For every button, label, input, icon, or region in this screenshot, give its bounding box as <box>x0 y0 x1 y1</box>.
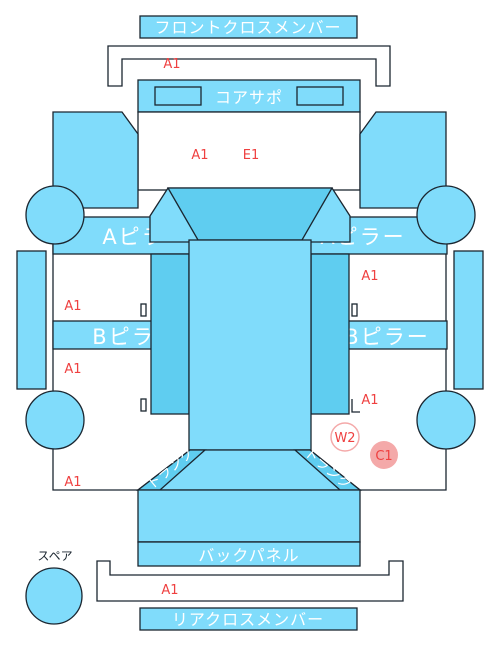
front-cross-member-label: フロントクロスメンバー <box>154 18 341 37</box>
code-core-left: A1 <box>191 148 208 163</box>
rear-cross-member-label: リアクロスメンバー <box>172 610 324 629</box>
right-side-strip[interactable] <box>453 250 484 390</box>
rear-bumper-outline <box>96 560 404 602</box>
code-c1: C1 <box>375 449 392 464</box>
back-panel-label: バックパネル <box>198 546 299 565</box>
front-cross-member[interactable]: フロントクロスメンバー <box>139 15 358 39</box>
wheel-front-right[interactable] <box>416 185 476 245</box>
rear-cross-member[interactable]: リアクロスメンバー <box>139 607 358 631</box>
wheel-front-left[interactable] <box>25 185 85 245</box>
code-left-front-door: A1 <box>64 299 81 314</box>
core-support-label: コアサポ <box>215 88 283 107</box>
spare-tire[interactable] <box>25 567 83 625</box>
door-handle-right-rear <box>351 399 360 413</box>
code-core-right: E1 <box>243 148 260 163</box>
marker-c1[interactable] <box>370 441 398 469</box>
front-bumper-outline <box>107 45 391 87</box>
code-left-rear: A1 <box>64 475 81 490</box>
left-side-strip[interactable] <box>16 250 47 390</box>
code-rear-cross: A1 <box>161 583 178 598</box>
code-right-rear-door: A1 <box>361 393 378 408</box>
back-panel[interactable]: バックパネル <box>137 489 361 567</box>
b-pillar-right-label: Bピラー <box>344 325 429 349</box>
code-left-rear-door: A1 <box>64 362 81 377</box>
code-w2: W2 <box>334 431 355 446</box>
code-right-front-door: A1 <box>361 269 378 284</box>
spare-label: スペア <box>37 549 72 563</box>
door-handle-right-front <box>351 303 358 317</box>
core-support[interactable]: コアサポ <box>137 79 361 113</box>
cabin-roof[interactable] <box>149 187 351 451</box>
wheel-rear-right[interactable] <box>416 390 476 450</box>
wheel-rear-left[interactable] <box>25 390 85 450</box>
door-handle-left-front <box>140 303 147 317</box>
door-handle-left-rear <box>140 398 147 412</box>
code-front-cross: A1 <box>163 57 180 72</box>
right-sill[interactable] <box>310 253 350 415</box>
left-sill[interactable] <box>150 253 190 415</box>
front-fender-right[interactable] <box>359 111 447 209</box>
marker-w2[interactable] <box>330 422 360 452</box>
